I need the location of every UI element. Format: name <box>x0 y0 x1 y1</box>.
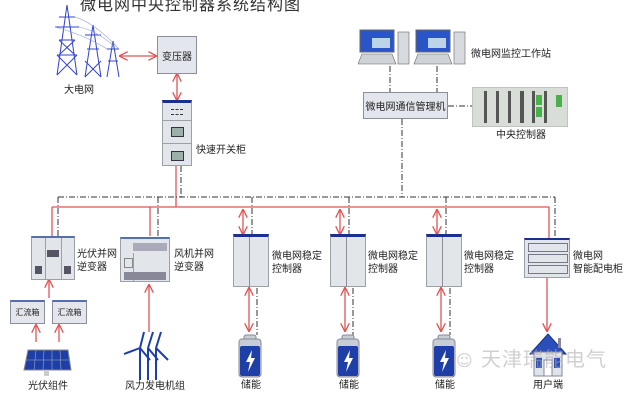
comm-manager-node[interactable]: 微电网通信管理机 <box>363 92 448 119</box>
pv-inverter-label-1: 光伏并网 <box>77 249 117 260</box>
battery-icon <box>432 334 456 378</box>
stabilizer-1-label-1: 微电网稳定 <box>272 251 322 262</box>
stabilizer-1[interactable] <box>233 234 269 287</box>
user-label: 用户端 <box>533 380 563 391</box>
stabilizer-3-label-1: 微电网稳定 <box>464 251 514 262</box>
stabilizer-2[interactable] <box>330 234 366 287</box>
wind-inverter[interactable] <box>120 237 170 282</box>
computer-icon <box>358 29 466 65</box>
wind-inverter-label-2: 逆变器 <box>174 262 204 273</box>
battery-icon <box>238 334 262 378</box>
transformer-label: 变压器 <box>162 51 192 63</box>
pv-module-label: 光伏组件 <box>28 381 68 392</box>
solar-panel-icon <box>23 349 72 376</box>
smart-distribution-cabinet[interactable] <box>524 238 570 278</box>
fast-switch-label: 快速开关柜 <box>196 145 246 156</box>
watermark-text: 天津瑞能电气 <box>481 347 608 371</box>
workstation-label: 微电网监控工作站 <box>471 49 551 60</box>
combiner-box-2-label: 汇流箱 <box>57 308 82 317</box>
storage-3-label: 储能 <box>435 380 455 391</box>
wechat-icon: ☺ <box>456 351 474 370</box>
storage-2-label: 储能 <box>339 380 359 391</box>
transformer-node[interactable]: 变压器 <box>157 36 197 74</box>
smart-cabinet-label-1: 微电网 <box>573 251 603 262</box>
wind-inverter-label-1: 风机并网 <box>174 249 214 260</box>
wind-turbine-icon <box>123 331 169 380</box>
fast-switch-cabinet[interactable] <box>162 100 192 166</box>
stabilizer-2-label-1: 微电网稳定 <box>368 251 418 262</box>
diagram-title: 微电网中央控制器系统结构图 <box>80 0 302 14</box>
battery-icon <box>336 334 360 378</box>
house-icon <box>528 333 568 377</box>
stabilizer-2-label-2: 控制器 <box>368 264 398 275</box>
pv-inverter[interactable] <box>31 236 75 280</box>
stabilizer-3[interactable] <box>426 234 462 287</box>
power-tower-icon <box>54 5 120 78</box>
stabilizer-1-label-2: 控制器 <box>272 264 302 275</box>
storage-1-label: 储能 <box>241 380 261 391</box>
watermark: ☺ 天津瑞能电气 <box>456 343 607 372</box>
central-controller-label: 中央控制器 <box>496 130 546 141</box>
stabilizer-3-label-2: 控制器 <box>464 264 494 275</box>
smart-cabinet-label-2: 智能配电柜 <box>573 264 623 275</box>
comm-manager-label: 微电网通信管理机 <box>365 102 446 113</box>
controller-rack-icon[interactable] <box>472 87 568 127</box>
combiner-box-2[interactable]: 汇流箱 <box>52 300 87 324</box>
wind-turbine-label: 风力发电机组 <box>125 381 185 392</box>
grid-label: 大电网 <box>64 85 94 96</box>
combiner-box-1[interactable]: 汇流箱 <box>10 300 45 324</box>
combiner-box-1-label: 汇流箱 <box>15 308 40 317</box>
pv-inverter-label-2: 逆变器 <box>77 262 107 273</box>
